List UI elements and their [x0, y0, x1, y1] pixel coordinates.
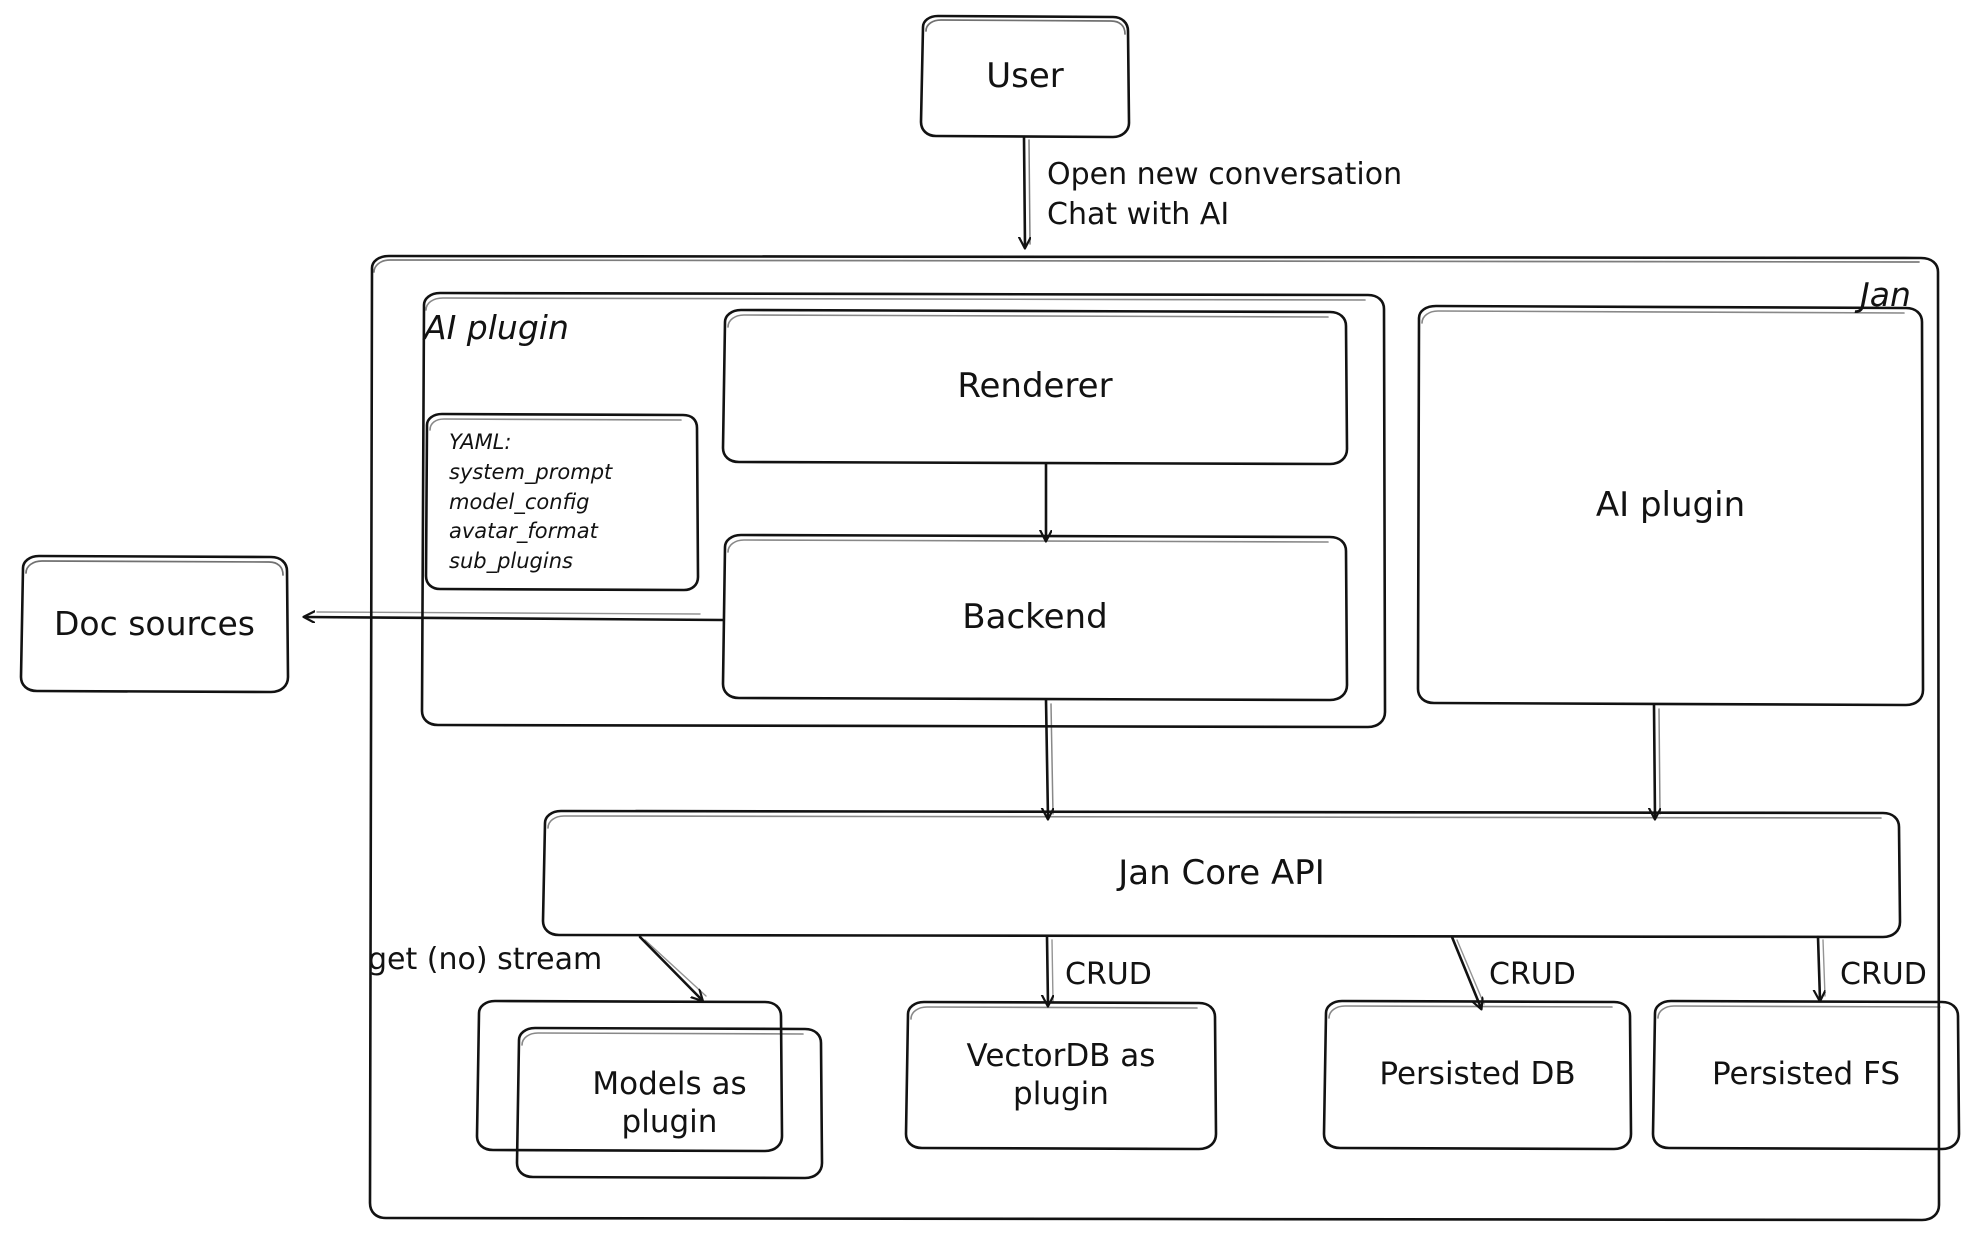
node-hit-jan-core-api[interactable] — [543, 811, 1900, 937]
node-hit-user[interactable] — [921, 16, 1129, 137]
node-hit-doc-sources[interactable] — [21, 556, 288, 692]
node-hit-models-as-plugin[interactable] — [477, 1001, 822, 1178]
node-hit-persisted-fs[interactable] — [1653, 1001, 1959, 1149]
node-hit-vectordb-as-plugin[interactable] — [906, 1002, 1216, 1149]
node-hit-renderer[interactable] — [723, 310, 1347, 464]
node-hit-ai-plugin[interactable] — [1418, 306, 1923, 705]
node-hit-yaml-note[interactable] — [426, 414, 698, 590]
node-hit-backend[interactable] — [723, 535, 1347, 700]
node-hit-persisted-db[interactable] — [1324, 1001, 1631, 1149]
